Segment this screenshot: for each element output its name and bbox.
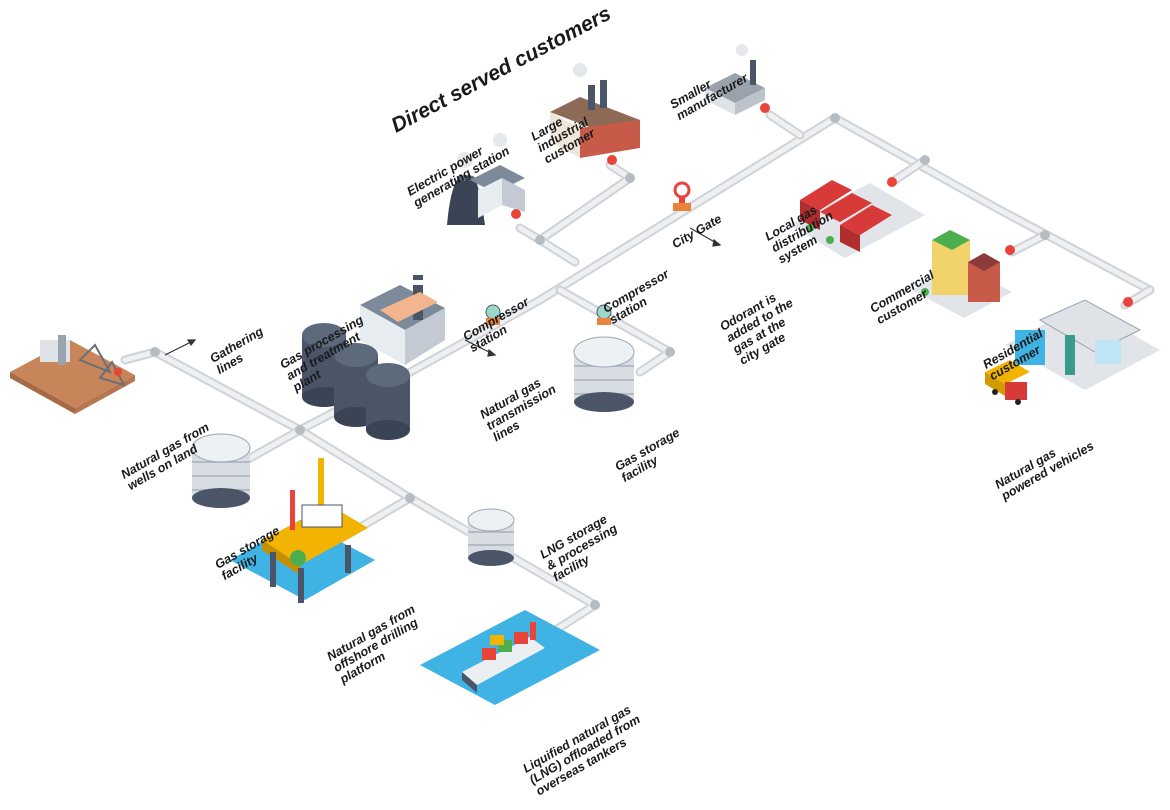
offshore-platform-icon — [230, 458, 375, 603]
lng-tanker-icon — [420, 610, 600, 705]
gas-storage-left-icon — [191, 433, 251, 508]
compressor-valve-2-icon — [596, 304, 612, 325]
cng-station-icon — [1005, 297, 1160, 390]
large-industrial-icon — [550, 63, 640, 165]
power-station-icon — [447, 133, 525, 225]
smaller-manufacturer-icon — [705, 44, 770, 115]
natural-gas-supply-chain-diagram — [10, 44, 1160, 705]
land-wells-icon — [10, 335, 135, 414]
compressor-valve-1-icon — [485, 304, 501, 325]
annotation-arrows — [164, 227, 722, 357]
lng-storage-icon — [467, 508, 515, 566]
gas-storage-right-icon — [573, 336, 635, 412]
residential-building-icon — [912, 230, 1015, 318]
commercial-building-icon — [790, 177, 925, 258]
processing-tank-3 — [366, 363, 410, 440]
gas-processing-plant-icon — [302, 275, 445, 440]
city-gate-valve-icon — [673, 181, 691, 211]
gas-truck-icon — [985, 360, 1030, 405]
